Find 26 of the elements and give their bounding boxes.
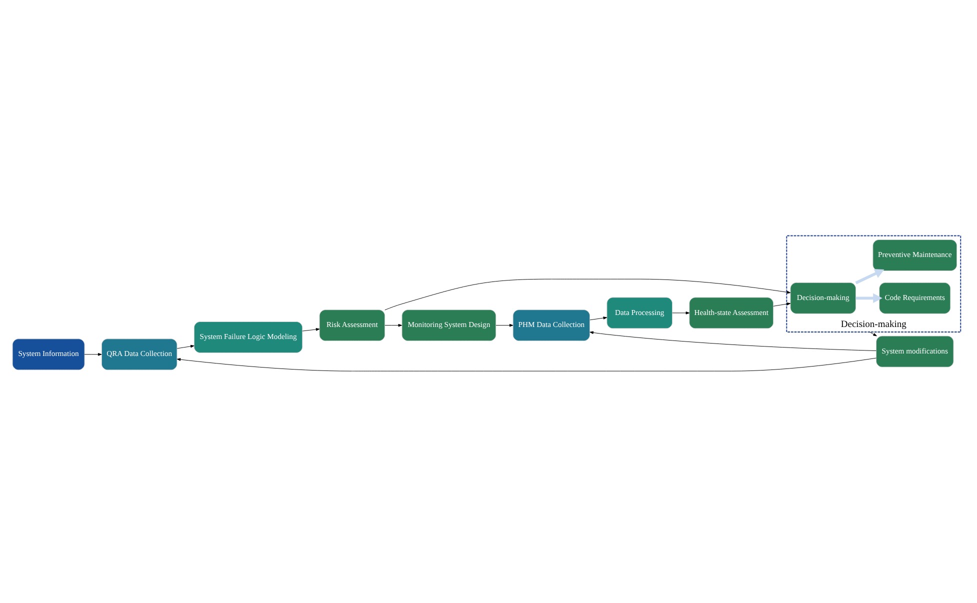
node-box: Code Requirements	[879, 282, 951, 314]
arrow	[176, 358, 876, 372]
arrow	[302, 328, 320, 332]
arrow	[869, 332, 877, 336]
arrow	[384, 324, 402, 327]
node-box: Health-state Assessment	[689, 297, 774, 329]
arrow	[855, 269, 884, 284]
node-box: Preventive Maintenance	[872, 240, 958, 271]
node-box: Data Processing	[606, 297, 672, 329]
arrow	[590, 316, 608, 320]
node-box: System Failure Logic Modeling	[194, 322, 303, 353]
arrow	[672, 312, 690, 314]
node-box: PHM Data Collection	[512, 310, 590, 342]
arrow	[496, 324, 514, 327]
arrow	[176, 344, 194, 349]
arrow	[384, 278, 791, 310]
arrow	[84, 353, 102, 356]
node-box: System Information	[12, 338, 85, 370]
node-box: Monitoring System Design	[402, 310, 496, 342]
node-box: System modifications	[876, 336, 954, 368]
arrow	[773, 302, 791, 306]
node-box: QRA Data Collection	[101, 338, 178, 370]
arrow	[590, 331, 876, 351]
node-box: Decision-making	[790, 282, 856, 314]
node-box: Risk Assessment	[319, 310, 386, 342]
arrow	[856, 293, 882, 304]
